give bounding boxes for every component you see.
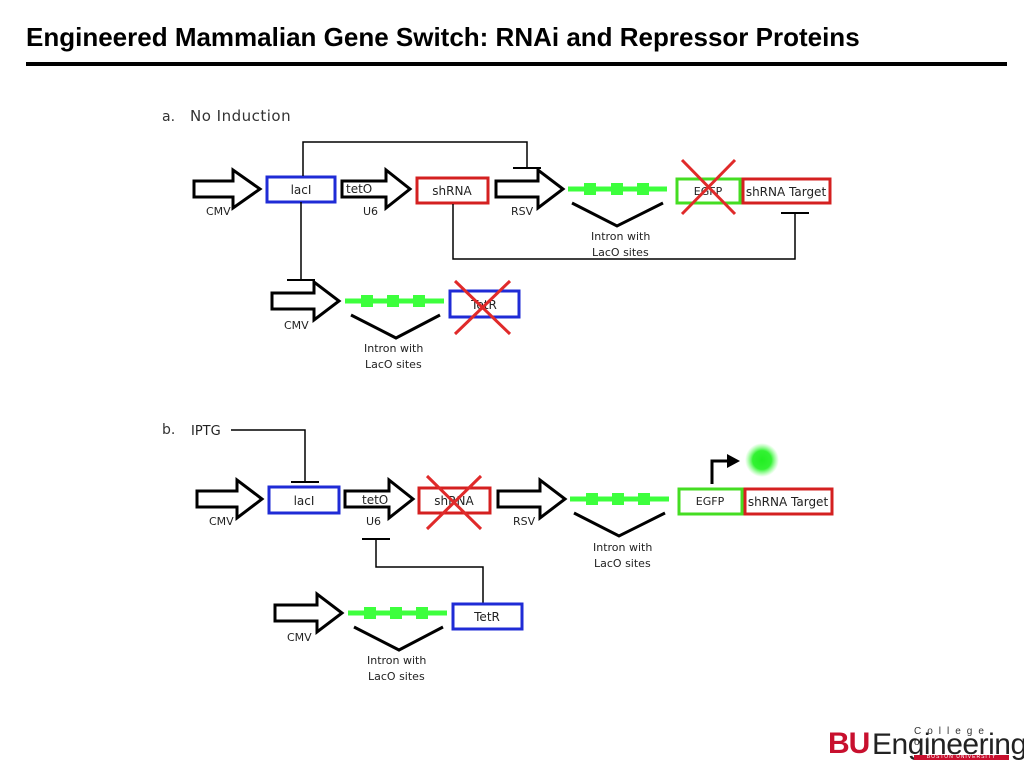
laci-gene-box [265,175,337,204]
egfp-repressed-cross [680,158,737,216]
shrna-target-box [743,487,834,516]
logo-college-of: College of [914,726,990,748]
egfp-gene-box [675,177,742,205]
intron-label-line1: Intron with [591,230,650,243]
expression-arrow [710,459,728,484]
tetr-repression-teto [375,539,484,604]
egfp-gene-box [677,487,744,516]
cmv-label: CMV [284,319,309,332]
laco-site [637,183,649,195]
slide-title: Engineered Mammalian Gene Switch: RNAi a… [26,22,860,52]
shrna-knockdown-line [452,204,796,260]
intron-bracket [573,511,666,538]
cmv-label: CMV [287,631,312,644]
shrna-target-label: shRNA Target [748,495,829,509]
intron-label-line2: LacO sites [365,358,422,371]
laco-site [361,295,373,307]
cmv-promoter-arrow [195,476,265,522]
cmv-promoter-arrow [192,167,263,211]
shrna-gene-box [415,176,490,205]
intron-bracket [353,625,444,652]
logo-bar [914,755,1009,760]
laco-site [416,607,428,619]
iptg-repression-laci [231,429,306,482]
laco-site [612,493,624,505]
title-rule [26,62,1007,66]
panel-a-title: No Induction [190,107,291,125]
shrna-gene-box [417,486,492,515]
egfp-label: EGFP [696,495,725,508]
rsv-promoter-arrow [496,476,568,522]
bu-engineering-logo: BU Engineering College of BOSTON UNIVERS… [828,726,1024,763]
teto-label: tetO [346,182,372,196]
intron-label-line2: LacO sites [592,246,649,259]
intron-bracket [571,201,664,228]
shrna-target-box [741,177,832,205]
u6-label: U6 [363,205,378,218]
intron-label-line1: Intron with [593,541,652,554]
rsv-label: RSV [511,205,534,218]
laci-label: lacI [291,183,312,197]
panel-b-label: b. [162,422,175,438]
cmv-promoter-arrow [273,590,345,636]
laco-site [586,493,598,505]
shrna-target-label: shRNA Target [746,185,827,199]
cmv-promoter-arrow [270,278,342,324]
expression-arrowhead [727,454,740,468]
cmv-label: CMV [206,205,231,218]
teto-u6-promoter-arrow [340,166,413,212]
intron-label-line2: LacO sites [368,670,425,683]
intron-bracket [350,313,441,340]
laco-site [584,183,596,195]
logo-university: BOSTON UNIVERSITY [926,754,997,760]
rsv-promoter-arrow [494,166,566,212]
inducer-label: IPTG [191,424,221,439]
cmv-label: CMV [209,515,234,528]
panel-b: b. IPTG CMV lacI tetO U6 shRNA RSV Intro… [162,422,834,683]
shrna-label: shRNA [432,184,472,198]
tetr-gene-box [451,602,524,631]
tetr-repressed-cross [453,279,512,336]
u6-label: U6 [366,515,381,528]
laco-site [364,607,376,619]
laco-site [638,493,650,505]
laco-site [390,607,402,619]
laci-repression-rsv [302,141,528,176]
shrna-repressed-cross [425,474,483,531]
rsv-label: RSV [513,515,536,528]
laco-site [611,183,623,195]
panel-a-label: a. [162,109,175,125]
logo-bu: BU [828,727,870,760]
laco-site [387,295,399,307]
logo-engineering: Engineering [872,728,1024,761]
laci-label: lacI [294,494,315,508]
egfp-fluorescence-glow [745,443,779,477]
intron-label-line1: Intron with [364,342,423,355]
intron-label-line2: LacO sites [594,557,651,570]
teto-u6-promoter-arrow [343,476,416,522]
laco-site [413,295,425,307]
panel-a: a. No Induction CMV lacI tetO U6 shRNA R… [162,107,832,371]
tetr-label: TetR [473,610,500,624]
intron-label-line1: Intron with [367,654,426,667]
laci-gene-box [267,485,341,515]
teto-label: tetO [362,493,388,507]
